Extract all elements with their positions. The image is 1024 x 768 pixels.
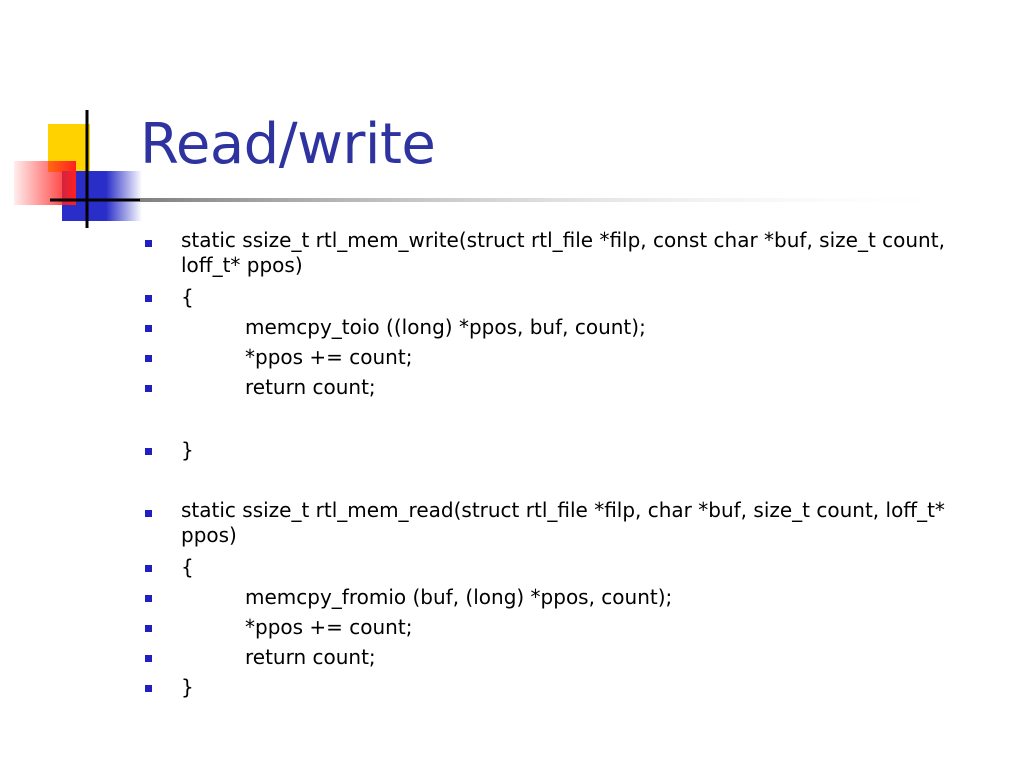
bullet-text: memcpy_toio ((long) *ppos, buf, count);	[245, 315, 646, 339]
bullet-marker	[145, 625, 152, 632]
bullet-marker	[145, 325, 152, 332]
bullet-marker	[145, 685, 152, 692]
bullet-text: memcpy_fromio (buf, (long) *ppos, count)…	[245, 585, 673, 609]
bullet-marker	[145, 355, 152, 362]
bullet-text: {	[181, 285, 194, 309]
bullet-text: static ssize_t rtl_mem_write(struct rtl_…	[181, 228, 952, 277]
bullet-marker	[145, 510, 152, 517]
bullet-marker	[145, 295, 152, 302]
bullet-text: return count;	[245, 375, 376, 399]
bullet-text: *ppos += count;	[245, 615, 413, 639]
bullet-marker	[145, 565, 152, 572]
bullet-marker	[145, 595, 152, 602]
bullet-text: *ppos += count;	[245, 345, 413, 369]
bullet-text: static ssize_t rtl_mem_read(struct rtl_f…	[181, 498, 952, 547]
bullet-text: }	[181, 675, 194, 699]
bullet-text: return count;	[245, 645, 376, 669]
bullet-marker	[145, 240, 152, 247]
bullet-marker	[145, 448, 152, 455]
title-underline	[140, 198, 970, 202]
bullet-marker	[145, 655, 152, 662]
bullet-marker	[145, 385, 152, 392]
slide-title: Read/write	[140, 112, 436, 177]
red-square	[14, 161, 76, 205]
bullet-text: {	[181, 555, 194, 579]
bullet-text: }	[181, 438, 194, 462]
